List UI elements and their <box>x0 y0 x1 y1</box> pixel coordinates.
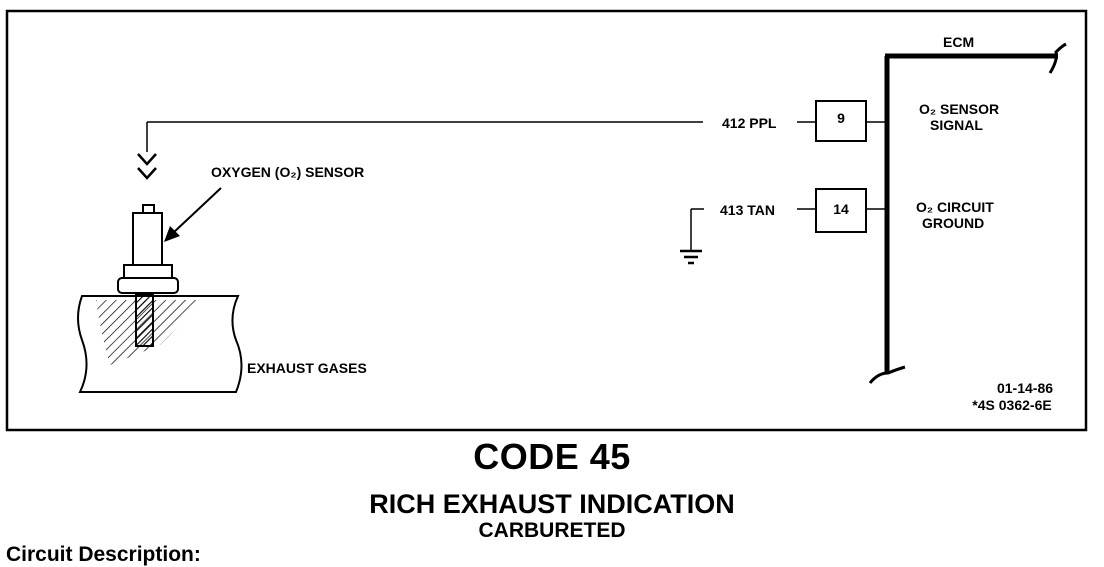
main-title: RICH EXHAUST INDICATION <box>369 489 735 519</box>
ecm-bus <box>868 42 1067 384</box>
diagram-date: 01-14-86 <box>997 380 1053 396</box>
ground-label-line2: GROUND <box>922 215 984 231</box>
section-heading: Circuit Description: <box>6 543 201 566</box>
signal-label-line2: SIGNAL <box>930 117 983 133</box>
pin-14-label: 14 <box>833 201 849 217</box>
diagram-frame <box>5 9 1088 432</box>
pin-14-box <box>815 188 867 233</box>
figure-number: *4S 0362-6E <box>972 397 1051 413</box>
wire-413-label: 413 TAN <box>720 202 775 218</box>
sub-title: CARBURETED <box>478 519 626 542</box>
oxygen-sensor-label: OXYGEN (O₂) SENSOR <box>211 164 364 180</box>
pin-9-label: 9 <box>837 110 845 126</box>
circuit-diagram: ECM 412 PPL 9 O₂ SENSOR SIGNAL 413 TAN 1… <box>5 9 1088 432</box>
exhaust-manifold <box>77 293 243 393</box>
ground-label-line1: O₂ CIRCUIT <box>916 199 994 215</box>
ground-wire <box>690 208 887 250</box>
oxygen-sensor-icon <box>117 204 179 294</box>
signal-wire <box>146 121 887 152</box>
pointer-arrow-icon <box>164 187 222 242</box>
wire-412-label: 412 PPL <box>722 115 777 131</box>
code-title: CODE 45 <box>473 436 631 477</box>
exhaust-gases-label: EXHAUST GASES <box>247 360 367 376</box>
ground-icon <box>680 249 702 265</box>
ecm-label: ECM <box>943 34 974 50</box>
pin-9-box <box>815 100 867 142</box>
connector-chevron-icon <box>137 153 157 180</box>
signal-label-line1: O₂ SENSOR <box>919 101 999 117</box>
